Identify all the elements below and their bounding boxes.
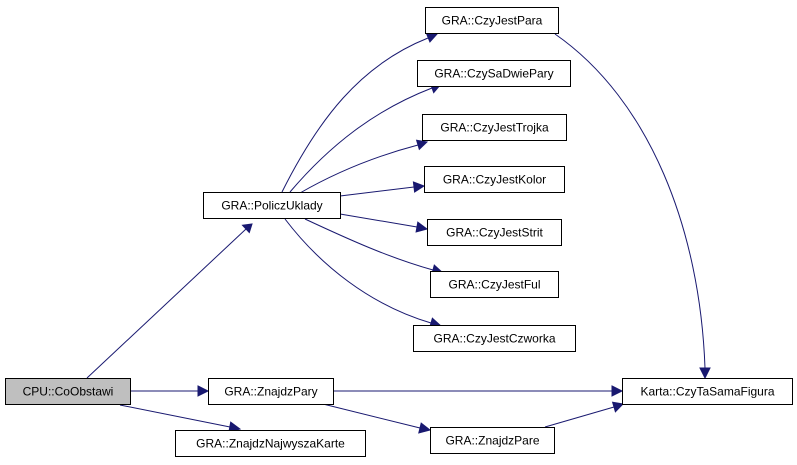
node-gra-znajdzpary[interactable]: GRA::ZnajdzPary bbox=[208, 378, 334, 405]
node-label: Karta::CzyTaSamaFigura bbox=[640, 385, 774, 399]
edge-coobstawi-to-policzuklady bbox=[86, 223, 253, 379]
node-gra-czyjestful[interactable]: GRA::CzyJestFul bbox=[430, 271, 559, 298]
edge-znajdzpary-to-czytasamafigura bbox=[333, 385, 624, 397]
node-label: CPU::CoObstawi bbox=[23, 385, 114, 399]
node-label: GRA::CzyJestCzworka bbox=[433, 332, 555, 346]
node-label: GRA::CzyJestStrit bbox=[446, 226, 543, 240]
edge-znajdzpary-to-znajdzpare bbox=[322, 403, 432, 434]
node-gra-czyjeststrit[interactable]: GRA::CzyJestStrit bbox=[427, 219, 562, 246]
node-label: GRA::CzyJestFul bbox=[448, 278, 540, 292]
node-label: GRA::CzyJestTrojka bbox=[440, 121, 549, 135]
node-gra-czyjesttrojka[interactable]: GRA::CzyJestTrojka bbox=[422, 114, 567, 141]
node-label: GRA::CzyJestPara bbox=[442, 14, 543, 28]
node-label: GRA::ZnajdzPary bbox=[224, 385, 317, 399]
node-gra-czyjestczworka[interactable]: GRA::CzyJestCzworka bbox=[413, 325, 576, 352]
node-label: GRA::CzySaDwiePary bbox=[434, 67, 553, 81]
edge-znajdzpare-to-czytasamafigura bbox=[544, 401, 625, 428]
edge-policzuklady-to-czyjestpara bbox=[281, 32, 439, 193]
edge-czyjestpara-to-czytasamafigura bbox=[554, 33, 711, 380]
node-gra-znajdznajwyzszakarte[interactable]: GRA::ZnajdzNajwyszaKarte bbox=[175, 430, 366, 457]
node-gra-policzuklady[interactable]: GRA::PoliczUklady bbox=[203, 192, 341, 219]
edge-policzuklady-to-czyjestczworka bbox=[284, 218, 443, 329]
edge-policzuklady-to-czyjestkolor bbox=[339, 181, 426, 197]
edge-policzuklady-to-czyjeststrit bbox=[339, 213, 429, 233]
edge-coobstawi-to-znajdzpary bbox=[130, 385, 210, 397]
node-gra-czyjestkolor[interactable]: GRA::CzyJestKolor bbox=[424, 166, 565, 193]
node-label: GRA::ZnajdzPare bbox=[445, 434, 539, 448]
edge-coobstawi-to-znajdznajwyzszakarte bbox=[119, 404, 242, 433]
edge-policzuklady-to-czyjesttrojka bbox=[299, 139, 429, 194]
node-label: GRA::ZnajdzNajwyszaKarte bbox=[196, 437, 345, 451]
node-label: GRA::CzyJestKolor bbox=[443, 173, 546, 187]
node-label: GRA::PoliczUklady bbox=[221, 199, 322, 213]
node-gra-czyjestpara[interactable]: GRA::CzyJestPara bbox=[425, 7, 559, 34]
node-cpu-coobstawi[interactable]: CPU::CoObstawi bbox=[5, 378, 131, 405]
node-karta-czytasamafigura[interactable]: Karta::CzyTaSamaFigura bbox=[622, 378, 793, 405]
node-gra-czysadwiepary[interactable]: GRA::CzySaDwiePary bbox=[417, 60, 571, 87]
node-gra-znajdzpare[interactable]: GRA::ZnajdzPare bbox=[430, 427, 555, 454]
